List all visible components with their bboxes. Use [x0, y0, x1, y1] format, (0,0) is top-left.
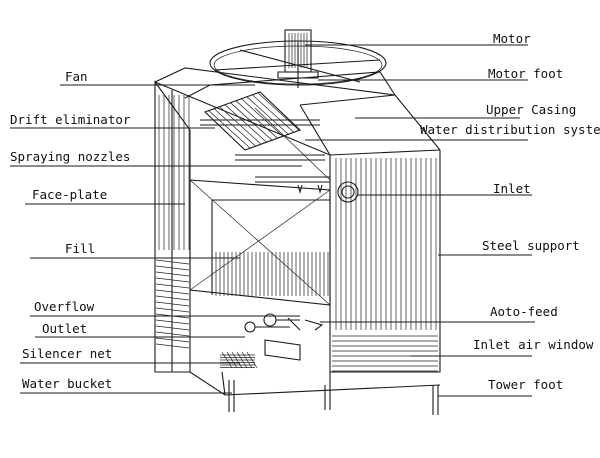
face-plate-cross: [189, 179, 331, 306]
left-louvre-slat: [155, 289, 190, 295]
left-wall-slats: [158, 95, 190, 250]
fan-assembly: [184, 29, 396, 99]
drift-eliminator-outline: [203, 91, 302, 151]
label-silencer-net: Silencer net: [22, 346, 112, 361]
silencer-net-mesh: [220, 351, 258, 369]
motor-foot-plate: [277, 71, 319, 79]
left-louvre-slat: [155, 271, 190, 277]
left-louvre-slat: [155, 319, 190, 325]
left-lower-louvres: [155, 259, 190, 349]
left-louvre-slat: [155, 295, 190, 301]
tower-structure: [154, 67, 441, 415]
basin-step: [264, 339, 301, 361]
left-louvre-slat: [155, 277, 190, 283]
label-water-distribution: Water distribution system: [420, 122, 600, 137]
drift-blade: [207, 109, 251, 149]
left-louvre-slat: [155, 337, 190, 343]
label-water-bucket: Water bucket: [22, 376, 112, 391]
left-louvre-slat: [155, 307, 190, 313]
left-louvre-slat: [155, 331, 190, 337]
inlet-pipe-outer: [337, 181, 359, 203]
upper-casing: [299, 94, 396, 156]
leg-mid: [324, 385, 331, 410]
nozzle-2: [317, 184, 323, 195]
drift-blade: [241, 98, 284, 137]
inlet-pipe-inner: [341, 185, 355, 199]
nozzle-1: [297, 184, 303, 195]
drift-blade: [229, 102, 273, 141]
top-frame: [154, 67, 441, 151]
left-louvre-slat: [155, 343, 190, 349]
drift-eliminator: [203, 91, 302, 151]
fan-blades: [214, 42, 381, 88]
left-louvre-slat: [155, 283, 190, 289]
label-inlet-air-window: Inlet air window: [473, 337, 594, 352]
label-fan: Fan: [65, 69, 88, 84]
water-distribution: [200, 107, 359, 203]
label-motor-foot: Motor foot: [488, 66, 563, 81]
right-casing-slats: [335, 158, 437, 330]
label-aoto-feed: Aoto-feed: [490, 304, 558, 319]
basin-pipes: [255, 317, 301, 331]
distribution-pipe-3: [255, 176, 330, 183]
label-steel-support: Steel support: [482, 238, 580, 253]
drift-blade: [224, 104, 267, 143]
net-strand: [246, 351, 258, 369]
fill-block: [189, 179, 331, 306]
leg-right: [432, 385, 439, 415]
label-fill: Fill: [65, 241, 95, 256]
distribution-pipe-2: [235, 154, 325, 161]
label-motor: Motor: [493, 31, 531, 46]
label-drift-eliminator: Drift eliminator: [10, 112, 131, 127]
leader-lines: [10, 44, 535, 397]
inlet-air-window-louvres: [332, 335, 438, 372]
label-overflow: Overflow: [34, 299, 95, 314]
drift-blade: [246, 96, 290, 136]
motor-fins: [288, 33, 308, 68]
right-casing-outline: [329, 150, 441, 373]
fill-inner-frame: [211, 199, 330, 295]
leg-left: [228, 380, 235, 412]
left-louvre-slat: [155, 325, 190, 331]
base-frame: [189, 371, 441, 396]
labels: Motor Motor foot Upper Casing Water dist…: [10, 31, 600, 392]
label-face-plate: Face-plate: [32, 187, 107, 202]
label-inlet: Inlet: [493, 181, 531, 196]
fill-media-lines: [215, 252, 329, 296]
label-upper-casing: Upper Casing: [486, 102, 576, 117]
left-louvre-slat: [155, 265, 190, 271]
basin: [220, 313, 324, 369]
distribution-pipe-1: [200, 119, 320, 126]
label-tower-foot: Tower foot: [488, 377, 563, 392]
base-edges: [221, 371, 331, 396]
label-spraying-nozzles: Spraying nozzles: [10, 149, 130, 164]
left-louvre-slat: [155, 301, 190, 307]
auto-feed-valve: [304, 319, 324, 331]
overflow-valve: [244, 321, 256, 333]
drift-blade: [252, 94, 295, 134]
label-outlet: Outlet: [42, 321, 87, 336]
left-louvre-slat: [155, 259, 190, 265]
drift-blade: [213, 107, 256, 147]
riser-pipe: [254, 107, 331, 181]
